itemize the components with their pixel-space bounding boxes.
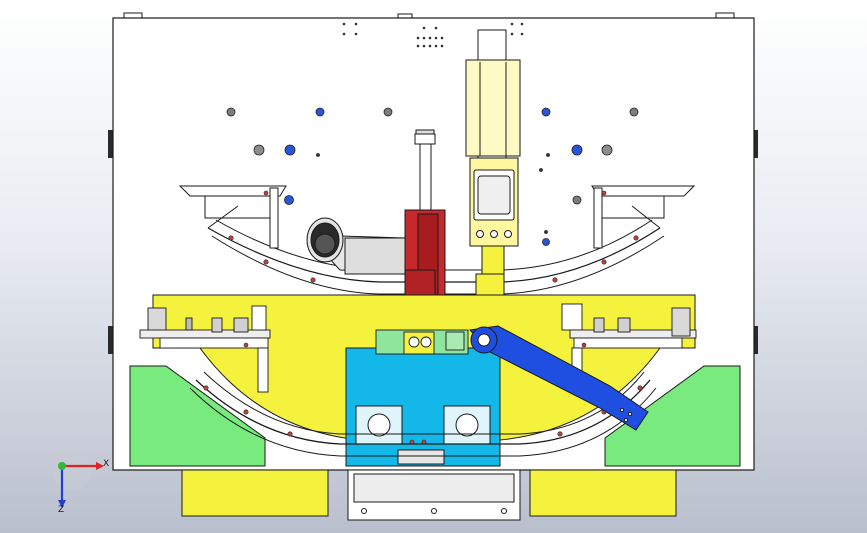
tab-right bbox=[715, 12, 735, 19]
mounting-holes bbox=[226, 107, 639, 246]
green-side-blocks[interactable] bbox=[129, 365, 741, 467]
top-hole-patterns bbox=[342, 22, 524, 48]
z-axis-arrow bbox=[58, 500, 66, 508]
red-gripper[interactable] bbox=[404, 209, 446, 311]
side-lugs bbox=[108, 130, 758, 354]
suction-pipe[interactable] bbox=[306, 217, 406, 275]
z-axis-label: Z bbox=[58, 505, 65, 515]
bottom-feet[interactable] bbox=[181, 469, 677, 521]
top-tabs bbox=[123, 12, 735, 19]
orientation-triad[interactable] bbox=[52, 450, 104, 508]
left-clamp-assembly[interactable] bbox=[139, 305, 271, 393]
green-block-right bbox=[604, 365, 741, 467]
upper-rail-bolts bbox=[228, 190, 639, 283]
upper-right-bracket bbox=[591, 185, 696, 249]
tab-left bbox=[123, 12, 143, 19]
blue-arm[interactable] bbox=[468, 325, 649, 431]
foot-right bbox=[529, 469, 677, 517]
vertical-actuator[interactable] bbox=[465, 29, 521, 311]
foot-left bbox=[181, 469, 329, 517]
upper-left-bracket bbox=[178, 185, 287, 249]
lug-left-bottom bbox=[108, 326, 113, 354]
y-axis-dot bbox=[58, 462, 66, 470]
green-block-left bbox=[129, 365, 266, 467]
lug-right-bottom bbox=[753, 326, 758, 354]
cyan-base-block[interactable] bbox=[345, 347, 501, 467]
x-axis-label: X bbox=[103, 459, 110, 469]
x-axis-arrow bbox=[96, 462, 104, 470]
lug-left-top bbox=[108, 130, 113, 158]
green-holder[interactable] bbox=[375, 329, 469, 355]
lug-right-top bbox=[753, 130, 758, 158]
guide-rods bbox=[414, 129, 436, 212]
